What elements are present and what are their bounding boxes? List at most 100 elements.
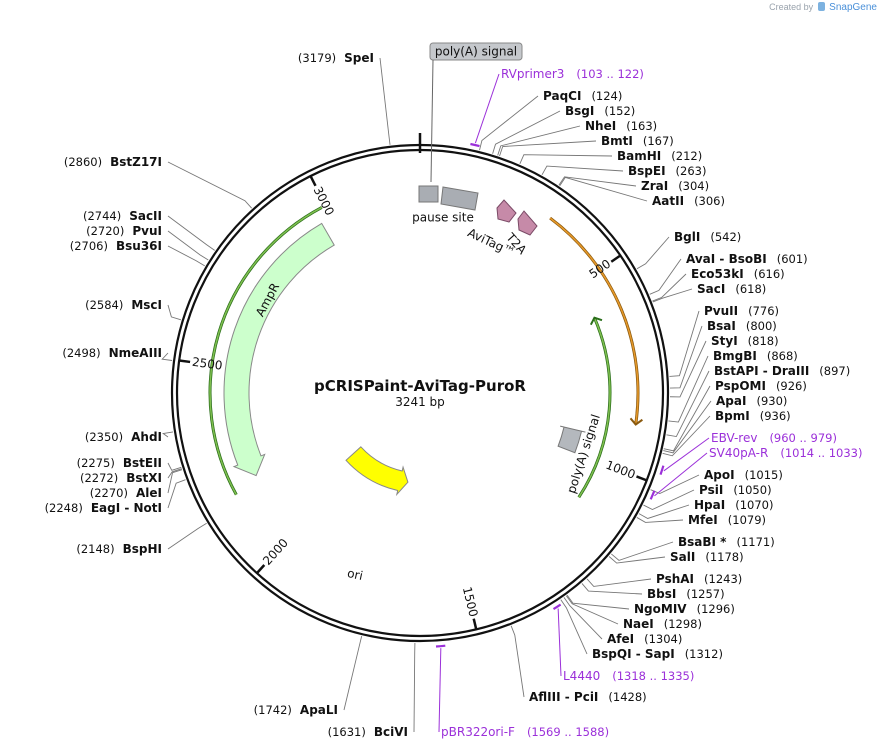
primer-leader-l4440 (557, 608, 562, 677)
sv40-polya-block[interactable] (557, 425, 586, 454)
primer-ebv-rev[interactable]: EBV-rev(960 .. 979) (659, 431, 837, 475)
pause-site-block-2[interactable] (440, 186, 479, 211)
site-bstxi[interactable]: (2272)BstXI (80, 468, 182, 485)
site-alei[interactable]: (2270)AleI (90, 469, 183, 500)
site-leader-saci (652, 288, 693, 303)
site-styi[interactable]: StyI(818) (669, 334, 779, 398)
site-pspomi[interactable]: PspOMI(926) (663, 379, 807, 452)
site-bgli[interactable]: BglI(542) (636, 230, 741, 270)
site-name-bbsi: BbsI (647, 587, 676, 601)
site-leader-spei (379, 57, 391, 145)
site-pos-paqci: (124) (591, 89, 622, 103)
site-pos-saci: (618) (735, 282, 766, 296)
avitag-arrow[interactable] (496, 199, 517, 223)
site-bspei[interactable]: BspEI(263) (541, 164, 706, 178)
site-afliii-pcii[interactable]: AflIII - PciI(1428) (510, 625, 647, 704)
site-nhei[interactable]: NheI (163) (497, 119, 657, 156)
site-leader-eagi-noti (167, 479, 186, 509)
site-pos-bsu36i: (2706) (70, 239, 108, 253)
site-name-mfei: MfeI (688, 513, 718, 527)
site-ahdi[interactable]: (2350)AhdI (85, 430, 174, 444)
site-bsgi[interactable]: BsgI(152) (492, 104, 636, 154)
site-avai-bsobi[interactable]: AvaI - BsoBI(601) (649, 252, 808, 295)
site-bmti[interactable]: BmtI (167) (499, 134, 674, 157)
site-pos-nmeaiii: (2498) (62, 346, 100, 360)
ori-arrow[interactable] (345, 446, 409, 497)
site-bsai[interactable]: BsaI(800) (669, 319, 777, 389)
site-eco53ki[interactable]: Eco53kI(616) (652, 267, 785, 302)
t2a-arrow[interactable] (517, 210, 538, 236)
site-apali[interactable]: (1742)ApaLI (254, 635, 363, 717)
site-leader-bsabi (611, 541, 674, 561)
ampr-arrow[interactable] (223, 222, 335, 477)
site-bsteii[interactable]: (2275)BstEII (77, 456, 182, 471)
site-leader-nhei (497, 125, 581, 156)
site-pos-nhei: (163) (626, 119, 657, 133)
primer-pbr322ori-f[interactable]: pBR322ori-F(1569 .. 1588) (435, 644, 609, 739)
site-afei[interactable]: AfeI(1304) (563, 597, 682, 646)
site-bspqi-sapi[interactable]: BspQI - SapI(1312) (560, 599, 723, 661)
site-pos-bmti: (167) (643, 134, 674, 148)
site-ngomiv[interactable]: NgoMIV(1296) (566, 594, 735, 616)
site-paqci[interactable]: PaqCI(124) (479, 89, 623, 151)
site-bstz17i[interactable]: (2860)BstZ17I (64, 155, 253, 209)
site-bstapi-draiii[interactable]: BstAPI - DraIII(897) (666, 364, 850, 438)
site-name-bsabi: BsaBI * (678, 535, 727, 549)
site-psii[interactable]: PsiI(1050) (643, 483, 772, 511)
site-saci[interactable]: SacI(618) (652, 282, 766, 303)
site-pos-bsgi: (152) (604, 104, 635, 118)
site-name-bmti: BmtI (601, 134, 633, 148)
site-pvui[interactable]: (2720)PvuI (86, 224, 209, 261)
site-sali[interactable]: SalI(1178) (608, 550, 744, 564)
plasmid-name: pCRISPaint-AviTag-PuroR (314, 377, 526, 395)
primer-rvprimer3[interactable]: RVprimer3(103 .. 122) (470, 67, 644, 148)
site-aatii[interactable]: AatII(306) (559, 176, 725, 208)
site-name-alei: AleI (136, 486, 162, 500)
site-pos-pshai: (1243) (704, 572, 742, 586)
site-pvuii[interactable]: PvuII(776) (669, 304, 779, 377)
site-name-nhei: NheI (585, 119, 616, 133)
polya-signal-tag[interactable]: poly(A) signal (429, 42, 523, 61)
site-name-pvuii: PvuII (704, 304, 738, 318)
site-hpai[interactable]: HpaI(1070) (638, 498, 773, 519)
site-name-apoi: ApoI (704, 468, 735, 482)
site-leader-zrai (558, 176, 637, 187)
primer-l4440[interactable]: L4440(1318 .. 1335) (552, 603, 695, 683)
primer-name-ebv-rev: EBV-rev (711, 431, 757, 445)
site-bmgbi[interactable]: BmgBI(868) (668, 349, 798, 423)
site-spei[interactable]: (3179)SpeI (298, 51, 391, 145)
site-mfei[interactable]: MfeI(1079) (636, 513, 766, 527)
site-eagi-noti[interactable]: (2248)EagI - NotI (45, 479, 186, 515)
site-apai[interactable]: ApaI(930) (663, 394, 787, 454)
primer-range-l4440: (1318 .. 1335) (612, 669, 694, 683)
site-pos-psii: (1050) (733, 483, 771, 497)
site-name-bspei: BspEI (628, 164, 666, 178)
snapgene-logo-icon (817, 2, 825, 11)
site-bsphi[interactable]: (2148)BspHI (76, 522, 207, 556)
site-leader-aatii (559, 176, 648, 202)
site-nmeaiii[interactable]: (2498)NmeAIII (62, 346, 173, 361)
site-naei[interactable]: NaeI(1298) (565, 595, 702, 631)
site-leader-mfei (636, 517, 684, 523)
site-pshai[interactable]: PshAI(1243) (586, 572, 742, 587)
pause-site-block-1[interactable] (418, 185, 439, 203)
ori-label: ori (346, 566, 364, 583)
site-bamhi[interactable]: BamHI(212) (519, 149, 702, 164)
site-bsabi[interactable]: BsaBI *(1171) (611, 535, 775, 561)
site-leader-bsteii (167, 462, 182, 471)
site-leader-bstxi (167, 468, 182, 479)
site-bcivi[interactable]: (1631)BciVI (328, 642, 416, 739)
site-bsu36i[interactable]: (2706) Bsu36I (70, 239, 205, 267)
site-name-bsu36i: Bsu36I (116, 239, 162, 253)
site-sacii[interactable]: (2744)SacII (83, 209, 215, 251)
tick-mark-1000 (636, 475, 648, 482)
site-pos-eagi-noti: (2248) (45, 501, 83, 515)
site-zrai[interactable]: ZraI(304) (558, 176, 709, 193)
site-bpmi[interactable]: BpmI(936) (662, 409, 791, 457)
site-msci[interactable]: (2584)MscI (85, 298, 182, 321)
site-apoi[interactable]: ApoI(1015) (650, 468, 783, 495)
primer-sv40pa-r[interactable]: SV40pA-R(1014 .. 1033) (649, 446, 863, 500)
site-name-pvui: PvuI (132, 224, 162, 238)
site-bbsi[interactable]: BbsI(1257) (581, 583, 725, 601)
site-name-eco53ki: Eco53kI (691, 267, 744, 281)
